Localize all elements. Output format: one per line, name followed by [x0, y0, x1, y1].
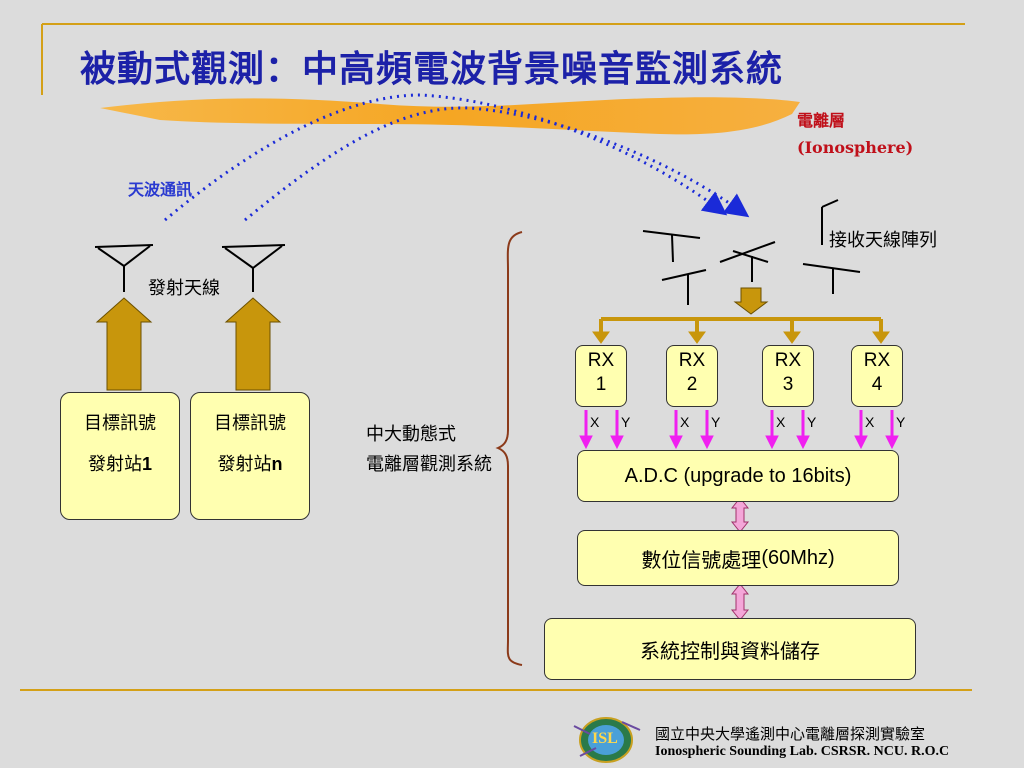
station-n-number: n	[271, 454, 283, 474]
system-brace	[495, 231, 523, 666]
adc-box: A.D.C (upgrade to 16bits)	[577, 450, 899, 502]
dsp-storage-link-arrow	[730, 583, 750, 621]
rx-4-y-label: Y	[896, 414, 906, 430]
station-1-box: 目標訊號 發射站1	[60, 392, 180, 520]
rx-4-label: RX	[863, 350, 891, 371]
storage-box: 系統控制與資料儲存	[544, 618, 916, 680]
station-n-line1: 目標訊號	[214, 413, 286, 434]
skywave-path-2	[244, 106, 750, 222]
skywave-path-1	[164, 93, 728, 222]
station-n-uplink-arrow	[224, 297, 282, 391]
rx-3-number: 3	[782, 374, 794, 395]
rx-1-number: 1	[595, 374, 607, 395]
station-1-uplink-arrow	[95, 297, 153, 391]
station-1-prefix: 發射站	[87, 454, 142, 475]
bus-drop-arrows	[592, 319, 890, 344]
station-1-line1: 目標訊號	[84, 413, 156, 434]
isl-logo-text: ISL	[592, 730, 618, 747]
station-1-line2: 發射站1	[61, 444, 179, 485]
rx-4-box: RX 4	[851, 345, 903, 407]
ionosphere-label-en: (Ionosphere)	[797, 138, 914, 157]
rx-2-x-label: X	[680, 414, 690, 430]
rx-antenna-array-icon	[642, 199, 861, 305]
station-1-number: 1	[141, 454, 152, 474]
rx-3-box: RX 3	[762, 345, 814, 407]
rx-array-label: 接收天線陣列	[829, 230, 937, 251]
rx-3-y-label: Y	[807, 414, 817, 430]
station-n-box: 目標訊號 發射站n	[190, 392, 310, 520]
rx-3-label: RX	[774, 350, 802, 371]
rx-1-y-label: Y	[621, 414, 631, 430]
xy-channel-arrows	[579, 410, 899, 450]
rx-3-x-label: X	[776, 414, 786, 430]
tx-antenna-1-icon	[94, 244, 154, 292]
rx-1-x-label: X	[590, 414, 600, 430]
ionosphere-label: 電離層	[797, 111, 846, 130]
station-n-prefix: 發射站	[217, 454, 272, 475]
adc-dsp-link-arrow	[730, 497, 750, 533]
rx-4-number: 4	[871, 374, 883, 395]
rx-2-label: RX	[678, 350, 706, 371]
adc-label: A.D.C (upgrade to 16bits)	[624, 464, 852, 487]
rx-1-box: RX 1	[575, 345, 627, 407]
tx-antenna-n-icon	[221, 244, 286, 292]
array-down-arrow	[733, 287, 769, 315]
skywave-label: 天波通訊	[128, 180, 193, 199]
storage-label: 系統控制與資料儲存	[640, 638, 820, 663]
system-label-line2: 電離層觀測系統	[366, 454, 492, 475]
ionosphere-band	[100, 97, 800, 135]
tx-antenna-label: 發射天線	[148, 278, 220, 299]
dsp-box: 數位信號處理 (60Mhz)	[577, 530, 899, 586]
station-n-line2: 發射站n	[191, 444, 309, 485]
system-label-line1: 中大動態式	[366, 424, 456, 445]
footer-org-en: Ionospheric Sounding Lab. CSRSR. NCU. R.…	[655, 744, 950, 759]
dsp-label: 數位信號處理	[641, 547, 762, 572]
footer-org-zh: 國立中央大學遙測中心電離層探測實驗室	[655, 725, 926, 743]
rx-2-y-label: Y	[711, 414, 721, 430]
rx-2-box: RX 2	[666, 345, 718, 407]
isl-logo-icon	[573, 717, 641, 763]
page-title: 被動式觀測：中高頻電波背景噪音監測系統	[80, 48, 784, 90]
rx-1-label: RX	[587, 350, 615, 371]
rx-4-x-label: X	[865, 414, 875, 430]
system-label: 中大動態式 電離層觀測系統	[366, 420, 492, 480]
rx-2-number: 2	[686, 374, 698, 395]
dsp-rate-label: (60Mhz)	[761, 546, 835, 569]
